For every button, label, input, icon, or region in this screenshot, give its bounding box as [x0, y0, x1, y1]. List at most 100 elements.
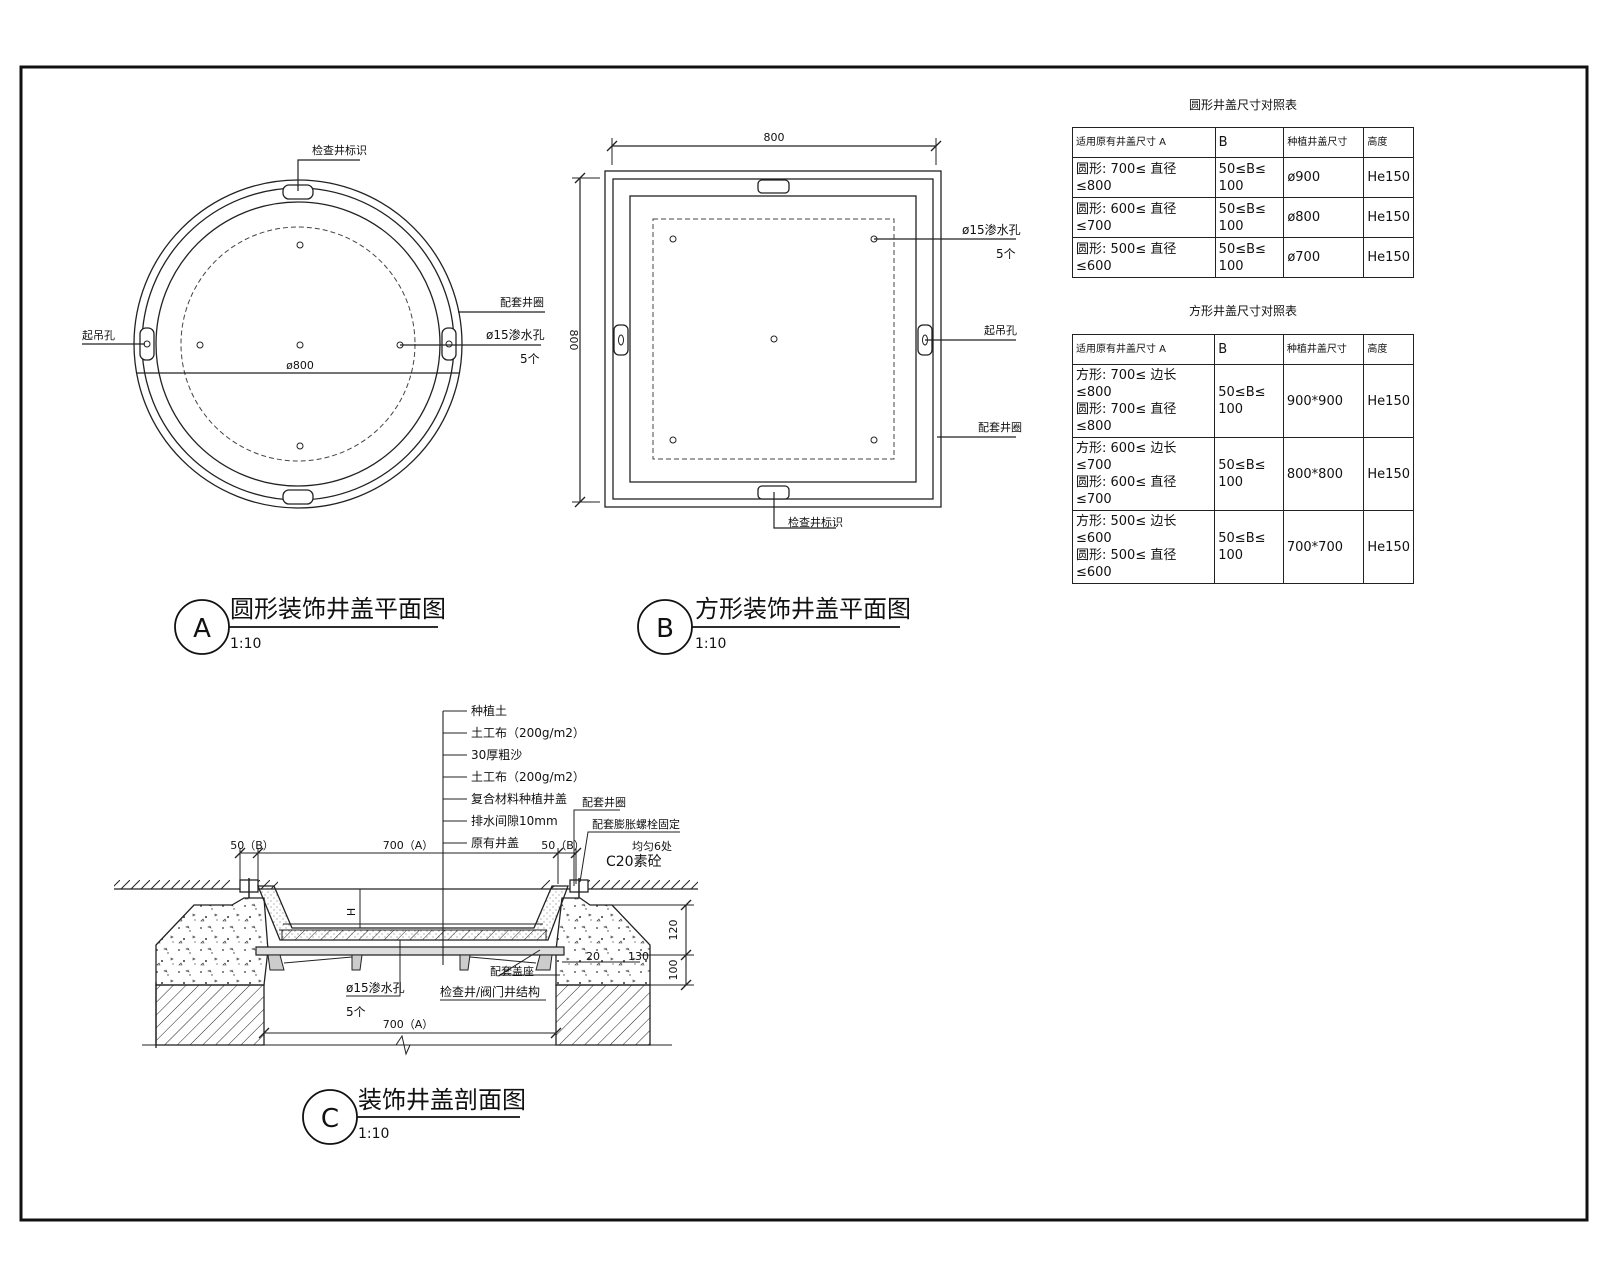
well-structure-left — [155, 984, 265, 1046]
round-plan-scale: 1:10 — [230, 636, 261, 652]
cell-line: 圆形: 600≤ 直径≤700 — [1076, 475, 1177, 507]
table-header-cell: 高度 — [1363, 334, 1414, 365]
lifting-hole — [613, 324, 629, 356]
section-drain-count: 5个 — [346, 1005, 366, 1019]
square-width-dim: 800 — [764, 131, 785, 144]
table-cell: He150 — [1363, 510, 1414, 584]
cell-line: 圆形: 500≤ 直径≤600 — [1076, 548, 1177, 580]
table-row: 圆形: 700≤ 直径≤800 50≤B≤ 100 ø900 He150 — [1072, 157, 1414, 198]
square-plan-title: 方形装饰井盖平面图 — [695, 595, 911, 623]
layer-label: 种植土 — [471, 703, 507, 718]
table-cell: 50≤B≤ 100 — [1214, 197, 1285, 238]
table-header-cell: 高度 — [1363, 127, 1414, 158]
square-cover-plan: 800 800 ø15渗水孔 5个 起吊孔 配套井圈 检查井标识 B 方形装饰井… — [567, 131, 1022, 655]
table-cell: 50≤B≤ 100 — [1214, 364, 1284, 438]
round-table-title: 圆形井盖尺寸对照表 — [1188, 98, 1297, 112]
table-header-cell: B — [1214, 127, 1285, 158]
table-cell: 圆形: 700≤ 直径≤800 — [1072, 157, 1216, 198]
table-cell: 50≤B≤ 100 — [1214, 237, 1285, 278]
section-dim-h: H — [345, 908, 358, 916]
section-seat-label: 配套盖座 — [490, 964, 534, 978]
table-cell: 圆形: 500≤ 直径≤600 — [1072, 237, 1216, 278]
square-lifting-hole-label: 起吊孔 — [984, 324, 1017, 337]
square-plan-scale: 1:10 — [695, 636, 726, 652]
table-cell: ø800 — [1283, 197, 1365, 238]
drawing-frame — [19, 65, 1589, 1222]
title-letter-b: B — [656, 614, 674, 644]
drain-hole — [669, 436, 677, 444]
table-header-cell: 种植井盖尺寸 — [1283, 127, 1365, 158]
section-drain-label: ø15渗水孔 — [346, 980, 405, 995]
layer-label: 30厚粗沙 — [471, 748, 522, 762]
drain-hole — [296, 442, 304, 450]
cell-line: 方形: 700≤ 边长≤800 — [1076, 368, 1177, 400]
table-cell: 900*900 — [1282, 364, 1365, 438]
section-title: 装饰井盖剖面图 — [358, 1086, 526, 1114]
table-cell: 50≤B≤ 100 — [1214, 437, 1284, 511]
table-cell: He150 — [1363, 157, 1414, 198]
section-dim-right: 50（B） — [541, 839, 585, 852]
drain-hole — [770, 335, 778, 343]
round-size-table: 适用原有井盖尺寸 A B 种植井盖尺寸 高度 圆形: 700≤ 直径≤800 5… — [1072, 127, 1414, 278]
section-dim-bottom: 700（A） — [383, 1018, 434, 1031]
cell-line: 圆形: 700≤ 直径≤800 — [1076, 402, 1177, 434]
drain-hole — [296, 241, 304, 249]
layer-label: 复合材料种植井盖 — [471, 791, 567, 806]
well-structure-right — [555, 984, 651, 1046]
drain-hole — [870, 436, 878, 444]
inspection-mark-slot — [282, 489, 314, 505]
cover-section: 700（A） 50（B） 700（A） 50（B） 120 100 20 130… — [114, 703, 698, 1145]
round-inspection-mark-label: 检查井标识 — [312, 143, 367, 157]
drain-hole — [296, 341, 304, 349]
table-header-cell: 适用原有井盖尺寸 A — [1071, 334, 1216, 365]
section-dim-100: 100 — [667, 960, 680, 981]
section-dim-20: 20 — [586, 950, 600, 963]
round-drain-label: ø15渗水孔 — [486, 327, 545, 342]
square-drain-label: ø15渗水孔 — [962, 222, 1021, 237]
cell-line: 方形: 600≤ 边长≤700 — [1076, 441, 1177, 473]
square-table-title: 方形井盖尺寸对照表 — [1188, 304, 1297, 318]
table-header-cell: 适用原有井盖尺寸 A — [1072, 127, 1216, 158]
section-dim-mid: 700（A） — [383, 839, 434, 852]
table-cell: He150 — [1363, 237, 1414, 278]
drain-hole — [196, 341, 204, 349]
section-ring-label: 配套井圈 — [582, 795, 626, 809]
layer-label: 原有井盖 — [471, 836, 519, 850]
table-row: 圆形: 600≤ 直径≤700 50≤B≤ 100 ø800 He150 — [1072, 197, 1414, 238]
square-drain-count: 5个 — [996, 247, 1016, 261]
round-drain-count: 5个 — [520, 352, 540, 366]
section-concrete-label: C20素砼 — [606, 854, 662, 870]
round-ring-label: 配套井圈 — [500, 295, 544, 309]
round-lifting-hole-label: 起吊孔 — [82, 329, 115, 342]
original-cover — [255, 946, 565, 956]
table-header-row: 适用原有井盖尺寸 A B 种植井盖尺寸 高度 — [1071, 334, 1414, 365]
title-letter-a: A — [193, 614, 211, 644]
square-inspection-mark-label: 检查井标识 — [788, 515, 843, 529]
table-header-row: 适用原有井盖尺寸 A B 种植井盖尺寸 高度 — [1072, 127, 1414, 158]
concrete-collar-right — [555, 897, 651, 986]
table-cell: 50≤B≤ 100 — [1214, 510, 1284, 584]
table-cell: 700*700 — [1282, 510, 1365, 584]
table-row: 圆形: 500≤ 直径≤600 50≤B≤ 100 ø700 He150 — [1072, 237, 1414, 278]
section-dim-120: 120 — [667, 920, 680, 941]
table-cell: 50≤B≤ 100 — [1214, 157, 1285, 198]
section-bolt-label: 配套膨胀螺栓固定 — [592, 817, 680, 831]
section-dim-left: 50（B） — [230, 839, 274, 852]
section-structure-label: 检查井/阀门井结构 — [440, 984, 540, 999]
table-cell: 圆形: 600≤ 直径≤700 — [1072, 197, 1216, 238]
layer-label: 土工布（200g/m2） — [471, 770, 585, 784]
table-cell: He150 — [1363, 364, 1414, 438]
table-header-cell: B — [1214, 334, 1284, 365]
title-letter-c: C — [321, 1104, 339, 1134]
layer-label: 排水间隙10mm — [471, 814, 558, 828]
table-cell: ø700 — [1283, 237, 1365, 278]
lifting-hole — [441, 327, 457, 361]
concrete-collar-left — [155, 897, 269, 986]
section-scale: 1:10 — [358, 1126, 389, 1142]
